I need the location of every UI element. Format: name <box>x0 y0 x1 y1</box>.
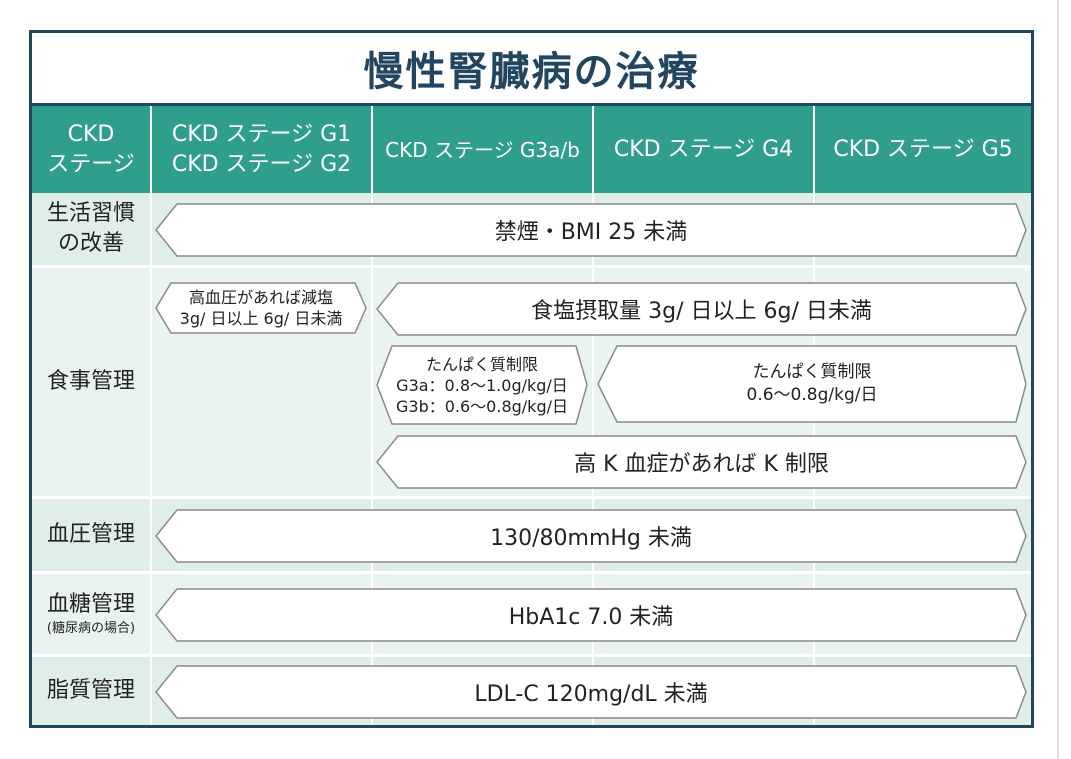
label-diet-text: 食事管理 <box>46 369 135 394</box>
double-arrow-shape <box>155 588 1027 642</box>
arrow-glucose: HbA1c 7.0 未満 <box>155 588 1027 642</box>
double-arrow-shape <box>155 509 1027 563</box>
row-divider <box>32 496 1031 499</box>
arrow-protein-g45: たんぱく質制限 0.6〜0.8g/kg/日 <box>597 345 1027 423</box>
row-divider <box>32 265 1031 268</box>
label-lifestyle-line2: の改善 <box>57 231 124 256</box>
header-g1: CKD ステージ G1 <box>171 121 352 147</box>
title-band: 慢性腎臓病の治療 <box>32 33 1031 106</box>
ckd-treatment-table: 慢性腎臓病の治療 CKD ステージ CKD ステージ G1 CKD ステージ G… <box>29 30 1034 728</box>
arrow-lipid-text: LDL-C 120mg/dL 未満 <box>474 682 708 707</box>
double-arrow-shape <box>155 665 1027 719</box>
double-arrow-shape <box>155 203 1027 257</box>
label-glucose: 血糖管理 (糖尿病の場合) <box>32 574 150 654</box>
row-divider <box>32 654 1031 657</box>
row-divider <box>32 571 1031 574</box>
label-glucose-text: 血糖管理 <box>46 592 135 617</box>
arrow-salt-early-line1: 高血圧があれば減塩 <box>188 288 333 307</box>
arrow-potassium: 高 K 血症があれば K 制限 <box>376 435 1027 489</box>
arrow-lipid: LDL-C 120mg/dL 未満 <box>155 665 1027 719</box>
header-g3: CKD ステージ G3a/b <box>373 106 592 193</box>
header-divider <box>150 106 152 193</box>
double-arrow-shape <box>597 345 1027 423</box>
header-g1-g2: CKD ステージ G1 CKD ステージ G2 <box>152 106 371 193</box>
column-line <box>150 193 152 725</box>
header-g3-label: CKD ステージ G3a/b <box>385 137 580 162</box>
header-g2: CKD ステージ G2 <box>171 151 352 177</box>
header-divider <box>371 106 373 193</box>
header-g4: CKD ステージ G4 <box>594 106 813 193</box>
arrow-protein-g45-line2: 0.6〜0.8g/kg/日 <box>746 385 878 405</box>
label-lipid: 脂質管理 <box>32 657 150 725</box>
arrow-potassium-text: 高 K 血症があれば K 制限 <box>574 452 829 477</box>
header-divider <box>592 106 594 193</box>
double-arrow-shape <box>376 282 1027 336</box>
header-stage-line2: ステージ <box>47 151 135 177</box>
double-arrow-shape <box>376 345 588 425</box>
arrow-protein-g3-line1: たんぱく質制限 <box>425 354 538 374</box>
arrow-protein-g3-line2: G3a：0.8〜1.0g/kg/日 <box>396 375 568 395</box>
header-g5: CKD ステージ G5 <box>815 106 1031 193</box>
double-arrow-shape <box>155 282 367 334</box>
label-bp-text: 血圧管理 <box>46 522 135 547</box>
arrow-protein-g45-line1: たんぱく質制限 <box>752 362 872 382</box>
label-lipid-text: 脂質管理 <box>46 678 135 703</box>
arrow-lifestyle: 禁煙・BMI 25 未満 <box>155 203 1027 257</box>
arrow-salt: 食塩摂取量 3g/ 日以上 6g/ 日未満 <box>376 282 1027 336</box>
arrow-glucose-text: HbA1c 7.0 未満 <box>508 605 674 630</box>
page-title: 慢性腎臓病の治療 <box>363 49 700 95</box>
stage-header-row <box>32 106 1031 193</box>
header-g4-label: CKD ステージ G4 <box>613 136 794 162</box>
arrow-bp-text: 130/80mmHg 未満 <box>490 526 692 551</box>
header-stage-line1: CKD <box>67 121 115 147</box>
header-divider <box>813 106 815 193</box>
arrow-protein-g3: たんぱく質制限 G3a：0.8〜1.0g/kg/日 G3b：0.6〜0.8g/k… <box>376 345 588 425</box>
label-glucose-note: (糖尿病の場合) <box>46 621 136 636</box>
arrow-salt-text: 食塩摂取量 3g/ 日以上 6g/ 日未満 <box>531 299 872 324</box>
header-g5-label: CKD ステージ G5 <box>833 136 1013 162</box>
arrow-bp: 130/80mmHg 未満 <box>155 509 1027 563</box>
label-lifestyle-line1: 生活習慣 <box>46 201 135 226</box>
header-stage-label: CKD ステージ <box>32 106 150 193</box>
column-line <box>371 193 373 725</box>
label-bp: 血圧管理 <box>32 499 150 571</box>
arrow-lifestyle-text: 禁煙・BMI 25 未満 <box>494 220 688 245</box>
page-edge-rule <box>1057 0 1059 759</box>
arrow-salt-early: 高血圧があれば減塩 3g/ 日以上 6g/ 日未満 <box>155 282 367 334</box>
double-arrow-shape <box>376 435 1027 489</box>
label-lifestyle: 生活習慣 の改善 <box>32 193 150 265</box>
arrow-salt-early-line2: 3g/ 日以上 6g/ 日未満 <box>179 309 343 328</box>
label-diet: 食事管理 <box>32 268 150 496</box>
arrow-protein-g3-line3: G3b：0.6〜0.8g/kg/日 <box>396 396 568 416</box>
